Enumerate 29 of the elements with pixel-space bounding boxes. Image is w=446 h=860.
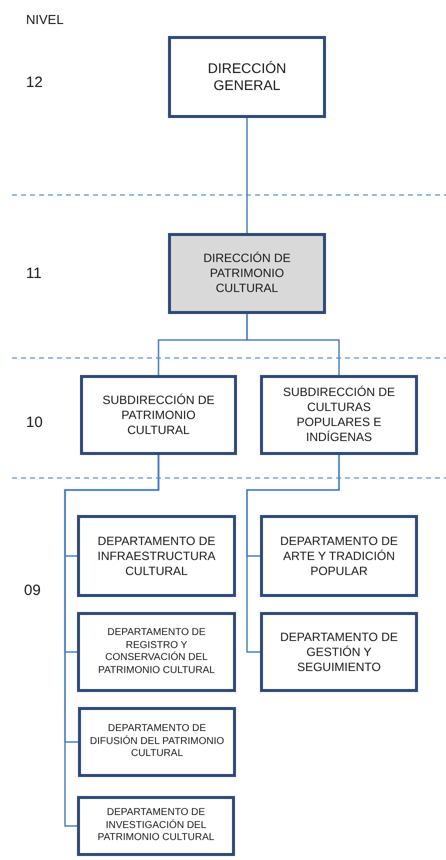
level-number: 10 — [26, 413, 43, 433]
unit-name: DEPARTAMENTO DE DIFUSIÓN DEL PATRIMONIO CULTURAL — [89, 723, 225, 761]
org-unit-box — [77, 796, 235, 856]
connector-line — [64, 455, 160, 827]
org-unit-box — [168, 233, 326, 314]
connector-line — [246, 455, 340, 653]
level-number: 09 — [24, 581, 41, 601]
unit-name: DIRECCIÓN GENERAL — [206, 60, 288, 94]
level-number: 12 — [26, 73, 43, 93]
org-unit-box — [260, 375, 418, 455]
org-unit-box — [260, 612, 418, 692]
org-unit-box — [77, 612, 236, 692]
unit-name: DEPARTAMENTO DE REGISTRO Y CONSERVACIÓN DEL PATRIMONIO CULTURAL — [97, 627, 216, 677]
org-unit-box — [80, 375, 237, 455]
unit-name: DEPARTAMENTO DE INVESTIGACIÓN DEL PATRIMONIO CULTURAL — [96, 807, 216, 845]
unit-name: DIRECCIÓN DE PATRIMONIO CULTURAL — [202, 251, 292, 296]
connector-line — [246, 314, 340, 375]
org-unit-box — [260, 515, 418, 597]
org-unit-box — [168, 36, 326, 118]
axis-title: NIVEL — [26, 11, 64, 29]
unit-name: SUBDIRECCIÓN DE PATRIMONIO CULTURAL — [101, 392, 216, 438]
unit-name: DEPARTAMENTO DE GESTIÓN Y SEGUIMIENTO — [279, 630, 399, 674]
unit-name: DEPARTAMENTO DE ARTE Y TRADICIÓN POPULAR — [279, 534, 399, 578]
level-number: 11 — [26, 264, 42, 284]
connector-line — [246, 118, 248, 233]
org-unit-box — [77, 515, 236, 597]
unit-name: SUBDIRECCIÓN DE CULTURAS POPULARES E INDÍGENAS — [282, 385, 396, 445]
org-unit-box — [78, 707, 236, 777]
unit-name: DEPARTAMENTO DE INFRAESTRUCTURA CULTURAL — [96, 534, 216, 578]
